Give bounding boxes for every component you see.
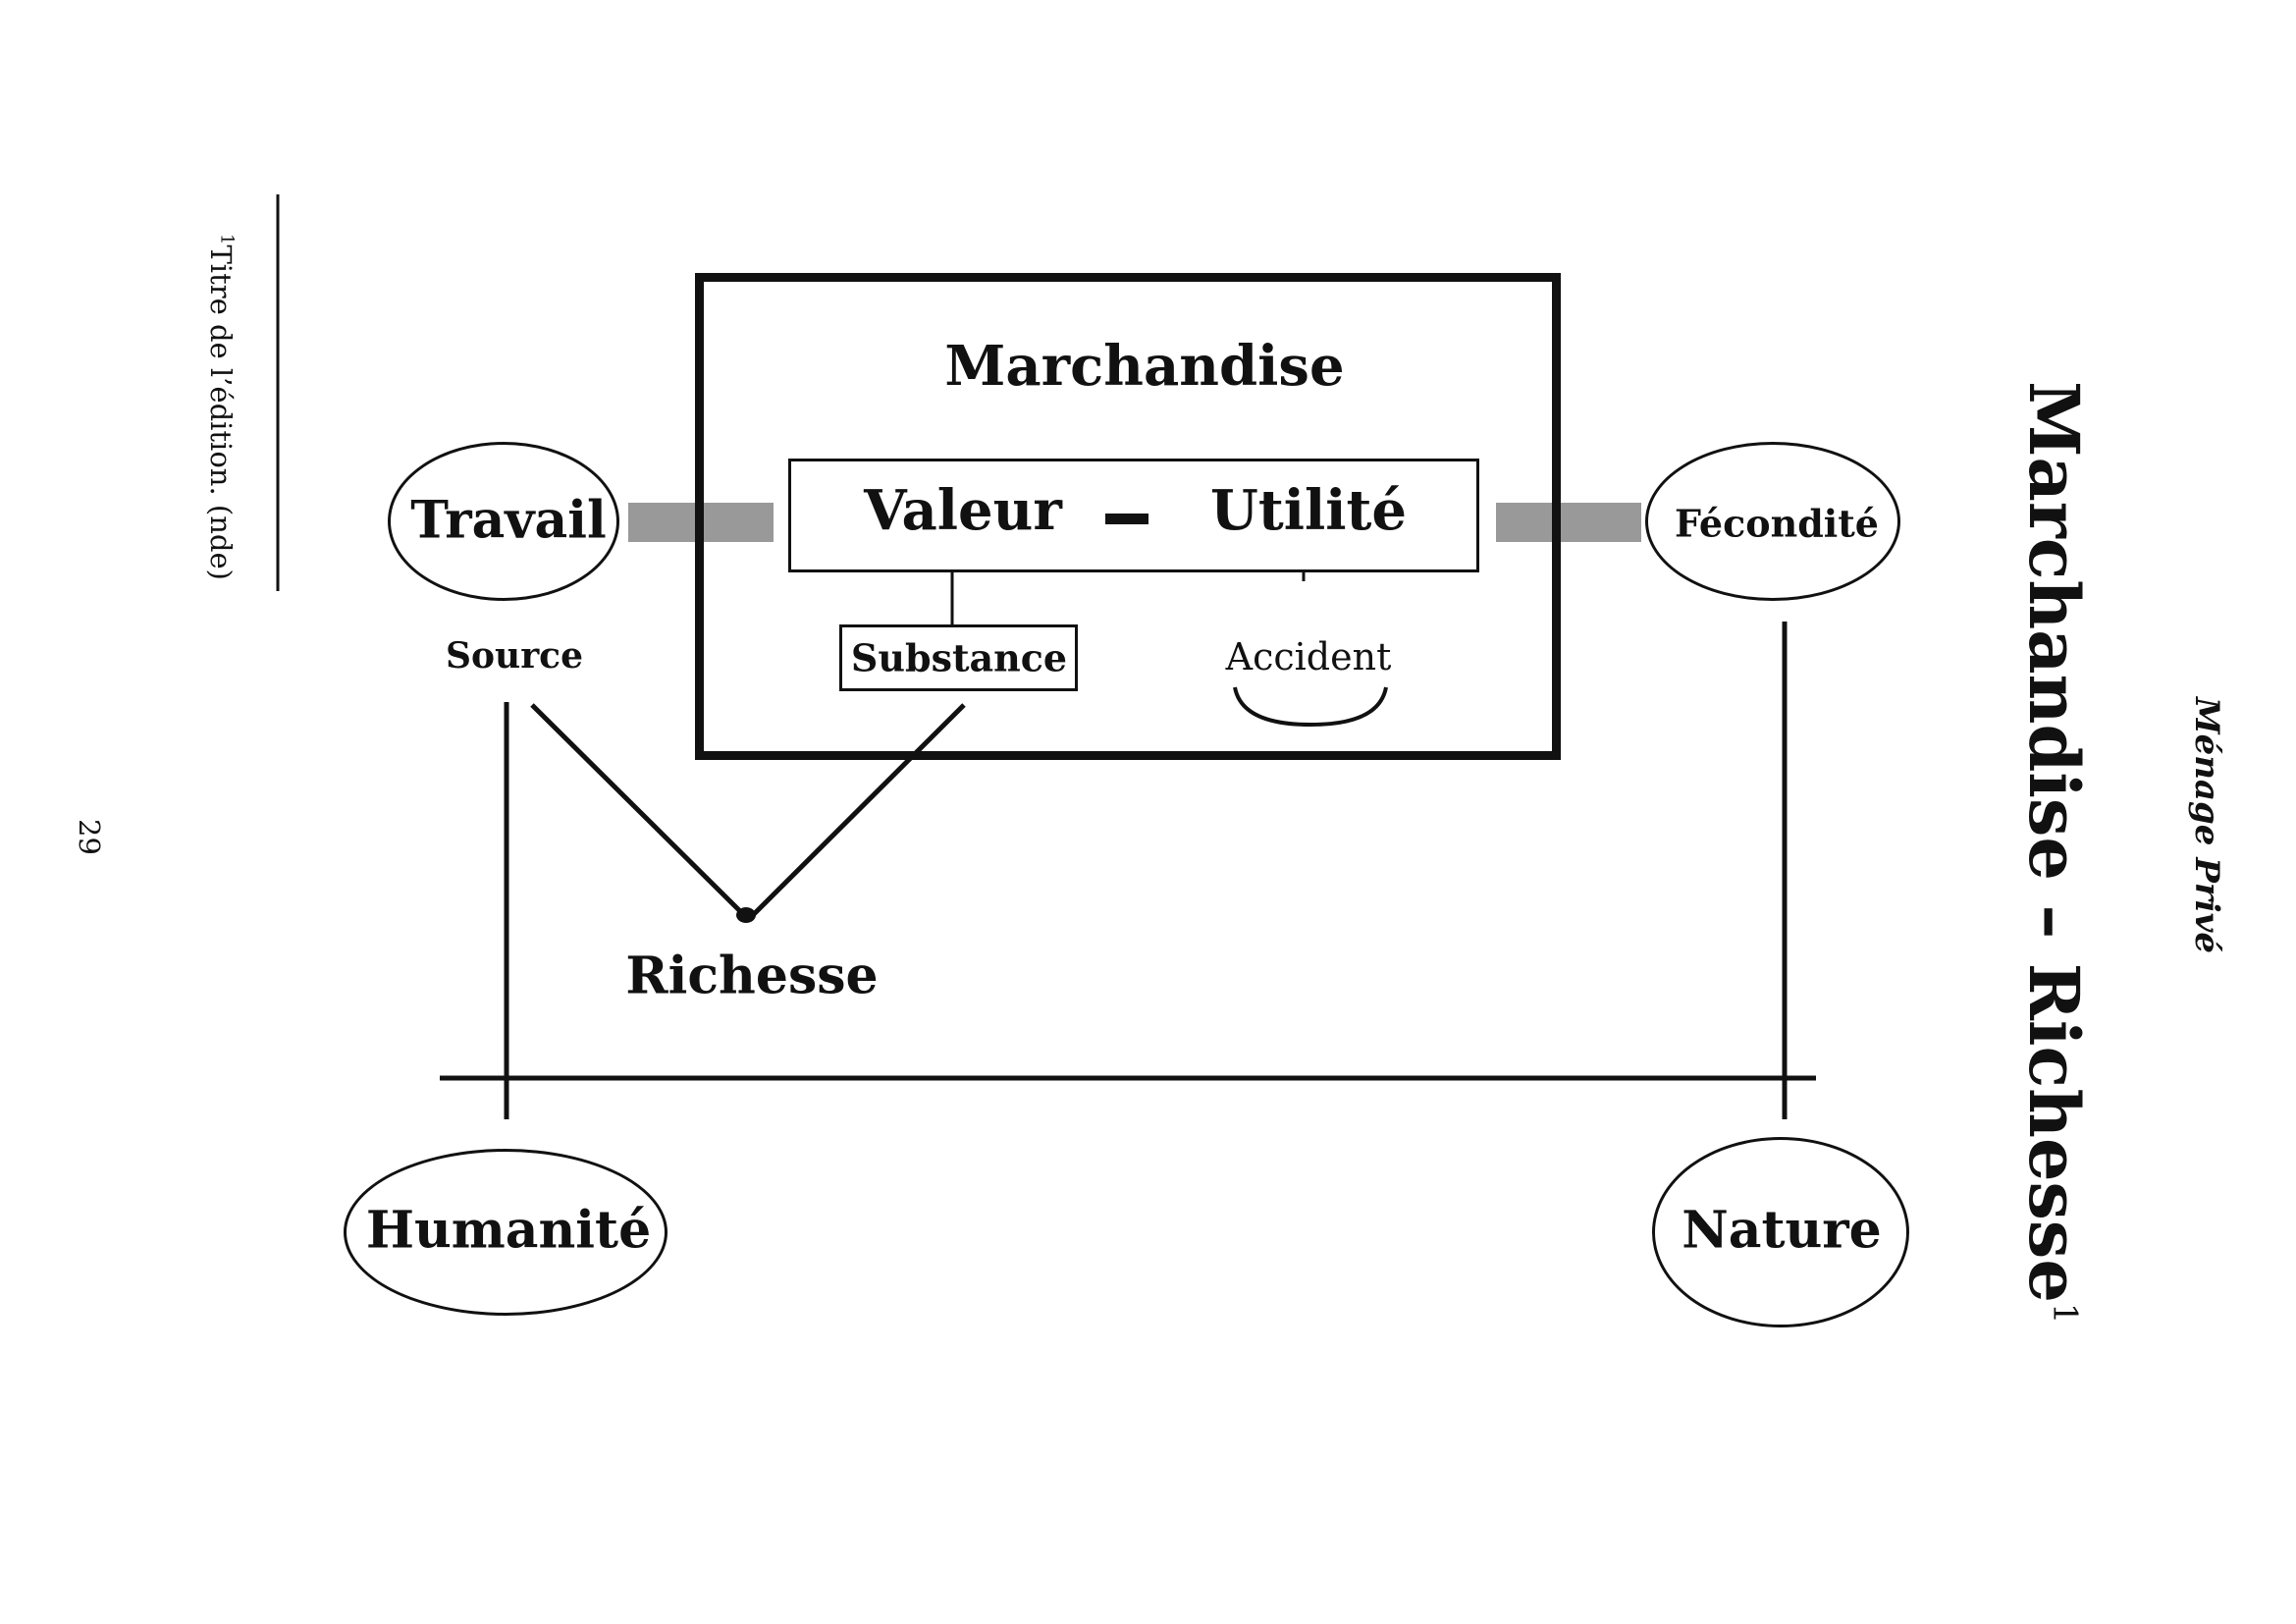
footnote: 1Titre de l’édition. (nde)	[204, 234, 238, 580]
travail-ellipse	[388, 442, 619, 601]
valeur-label: Valeur	[864, 478, 1062, 543]
connector-fecondite	[1496, 503, 1641, 542]
source-label: Source	[446, 635, 583, 677]
humanite-ellipse	[344, 1149, 667, 1316]
substance-box	[839, 624, 1078, 691]
richesse-label: Richesse	[625, 946, 879, 1006]
accident-label: Accident	[1225, 635, 1392, 678]
line-source-richesse	[530, 703, 746, 917]
nature-ellipse	[1652, 1137, 1909, 1327]
footnote-marker: 1	[216, 234, 238, 245]
substance-label: Substance	[850, 635, 1068, 680]
footnote-text: Titre de l’édition. (nde)	[204, 244, 238, 580]
humanite-label: Humanité	[365, 1200, 652, 1261]
page-title-text: Marchandise – Richesse	[2013, 381, 2095, 1303]
line-substance-richesse	[749, 703, 966, 919]
fecondite-label: Fécondité	[1675, 501, 1879, 546]
marchandise-box	[695, 273, 1561, 760]
travail-label: Travail	[410, 490, 607, 551]
nature-label: Nature	[1682, 1200, 1882, 1261]
page-title-note-marker: 1	[2045, 1302, 2085, 1325]
utilite-label: Utilité	[1209, 478, 1408, 543]
page-number: 29	[73, 819, 106, 855]
running-head: Ménage Privé	[2187, 697, 2226, 954]
valeur-utilite-dash	[1105, 514, 1148, 524]
richesse-vertex	[736, 907, 756, 923]
page-title: Marchandise – Richesse1	[2013, 381, 2095, 1325]
marchandise-title: Marchandise	[944, 334, 1345, 399]
fecondite-ellipse	[1645, 442, 1900, 601]
accident-arc	[1233, 686, 1388, 728]
